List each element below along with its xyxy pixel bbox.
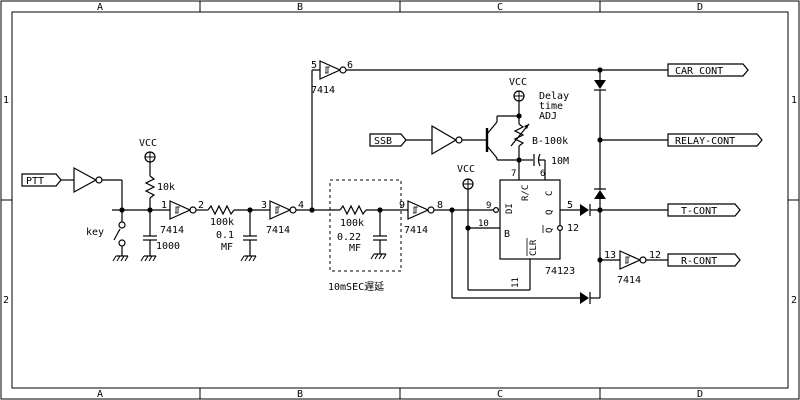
car-cont-port: CAR CONT [667, 63, 749, 77]
gate3-schmitt-inverter: 9 8 7414 [399, 200, 443, 236]
input-cap-value: 1000 [156, 241, 180, 252]
delay-line-2: time [539, 101, 563, 112]
vr-value: B-100k [532, 136, 568, 147]
gate3-pin-out: 8 [437, 200, 443, 211]
ic-pin-rc: R/C [521, 185, 531, 201]
ssb-label: SSB [374, 136, 392, 147]
frame-col-c-top: C [497, 2, 503, 13]
key-label: key [86, 227, 104, 238]
diode-bottom [580, 292, 591, 304]
delay-block: 100k 0.22 MF 10mSEC遅延 [328, 179, 404, 293]
vcc-input-label: VCC [139, 138, 157, 149]
gate4-pin-out: 6 [347, 60, 353, 71]
vcc-delay-symbol: VCC [509, 77, 527, 102]
ic-pin-c: C [545, 191, 555, 196]
gate1-pin-out: 2 [198, 200, 204, 211]
gate3-label: 7414 [404, 225, 428, 236]
input-inverter [73, 166, 103, 194]
input-capacitor: 1000 [140, 210, 180, 262]
ic-pin-di: DI [505, 203, 515, 214]
pullup-value: 10k [157, 182, 175, 193]
ic-74123: DI B R/C C Q Q CLR 74123 9 10 11 7 6 5 1… [478, 169, 579, 288]
rc1-resistor-value: 100k [210, 217, 234, 228]
gate5-pin-in: 13 [604, 250, 616, 261]
frame-col-b-top: B [297, 2, 303, 13]
gate2-label: 7414 [266, 225, 290, 236]
ptt-label: PTT [26, 176, 44, 187]
relay-cont-port: RELAY-CONT [667, 133, 763, 147]
gate5-pin-out: 12 [649, 250, 661, 261]
gate2-pin-out: 4 [298, 200, 304, 211]
ic-pin-7: 7 [511, 169, 516, 179]
timing-capacitor: 10M [519, 153, 569, 180]
ssb-port: SSB [369, 133, 407, 147]
ic-pin-12: 12 [567, 223, 579, 234]
delay-line-1: Delay [539, 91, 569, 102]
t-cont-label: T-CONT [681, 206, 717, 217]
ic-pin-9: 9 [486, 201, 491, 211]
gate1-schmitt-inverter: 1 2 7414 [160, 200, 204, 236]
rc2-cap-unit: MF [349, 243, 361, 254]
ic-pin-5: 5 [567, 200, 573, 211]
t-cont-port: T-CONT [667, 203, 741, 217]
gate4-schmitt-inverter: 5 6 7414 [311, 60, 353, 96]
ic-pin-b: B [504, 229, 510, 240]
gate5-label: 7414 [617, 275, 641, 286]
frame-row-2-left: 2 [3, 295, 9, 306]
diode-car [594, 80, 606, 91]
rc2-resistor-value: 100k [340, 218, 364, 229]
vcc-delay-label: VCC [509, 77, 527, 88]
relay-cont-label: RELAY-CONT [675, 136, 735, 147]
ic-pin-clr: CLR [529, 239, 539, 256]
pnp-transistor [485, 116, 498, 160]
frame-col-d-top: D [697, 2, 703, 13]
frame-col-b-bottom: B [297, 389, 303, 400]
r-cont-label: R-CONT [681, 256, 717, 267]
gate4-label: 7414 [311, 85, 335, 96]
delay-note: 10mSEC遅延 [328, 281, 384, 293]
frame-col-a-bottom: A [97, 389, 103, 400]
diode-q-output [580, 204, 591, 216]
ssb-inverter [431, 124, 463, 156]
diode-tcont [594, 188, 606, 199]
key-switch: key [86, 210, 129, 262]
gate3-pin-in: 9 [399, 200, 405, 211]
car-cont-label: CAR CONT [675, 66, 723, 77]
ptt-port: PTT [21, 173, 62, 187]
delay-line-3: ADJ [539, 111, 557, 122]
vcc-input-symbol: VCC [139, 138, 157, 163]
pullup-resistor: 10k [144, 175, 175, 199]
timing-cap-value: 10M [551, 156, 569, 167]
ic-pin-6: 6 [540, 169, 545, 179]
ic-name: 74123 [545, 266, 575, 277]
vcc-timer-label: VCC [457, 164, 475, 175]
gate2-schmitt-inverter: 3 4 7414 [261, 200, 304, 236]
frame-row-1-right: 1 [791, 95, 797, 106]
frame-col-d-bottom: D [697, 389, 703, 400]
frame-col-c-bottom: C [497, 389, 503, 400]
rc1-cap-unit: MF [221, 242, 233, 253]
vcc-timer-symbol: VCC [457, 164, 475, 190]
gate5-schmitt-inverter: 13 12 7414 [604, 250, 661, 286]
rc2-cap-value: 0.22 [337, 232, 361, 243]
ic-pin-q: Q [545, 210, 555, 215]
variable-resistor: B-100k [510, 116, 568, 160]
delay-adj-text: Delay time ADJ [539, 91, 569, 122]
gate2-pin-in: 3 [261, 200, 267, 211]
rc1-cap-value: 0.1 [216, 230, 234, 241]
r-cont-port: R-CONT [667, 253, 741, 267]
ic-pin-qbar: Q [545, 228, 555, 233]
frame-col-a-top: A [97, 2, 103, 13]
gate1-label: 7414 [160, 225, 184, 236]
ic-pin-11: 11 [511, 277, 521, 288]
frame-row-1-left: 1 [3, 95, 9, 106]
gate4-pin-in: 5 [311, 60, 317, 71]
ic-pin-10: 10 [478, 219, 489, 229]
gate1-pin-in: 1 [161, 200, 167, 211]
frame-row-2-right: 2 [791, 295, 797, 306]
rc1-capacitor: 0.1 MF [216, 210, 257, 262]
rc1-resistor: 100k [207, 204, 235, 228]
